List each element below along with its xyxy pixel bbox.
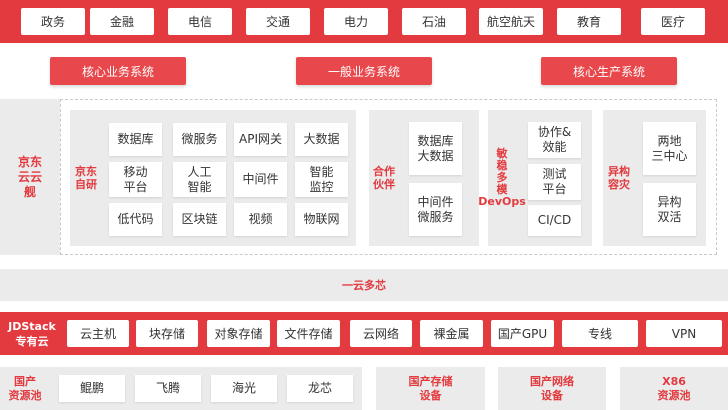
cell-video[interactable]: 视频 [234,203,287,236]
industry-finance[interactable]: 金融 [90,8,154,35]
cell-middleware[interactable]: 中间件 [234,162,287,197]
jd-self-developed-label: 京东 自研 [75,165,97,191]
domestic-storage-equipment[interactable]: 国产存储 设备 [376,367,485,410]
cell-smart-monitor[interactable]: 智能 监控 [295,162,348,197]
industry-band: 政务 金融 电信 交通 电力 石油 航空航天 教育 医疗 [0,0,728,43]
industry-medical[interactable]: 医疗 [641,8,705,35]
industry-telecom[interactable]: 电信 [168,8,232,35]
jdstack-domestic-gpu[interactable]: 国产GPU [491,320,554,347]
core-production-system[interactable]: 核心生产系统 [541,57,677,85]
general-business-system[interactable]: 一般业务系统 [296,57,432,85]
cell-cicd[interactable]: CI/CD [528,205,581,236]
domestic-network-equipment[interactable]: 国产网络 设备 [498,367,606,410]
jdstack-vpn[interactable]: VPN [646,320,722,347]
cell-heterogeneous-active[interactable]: 异构 双活 [643,183,696,236]
x86-resource-pool[interactable]: X86 资源池 [620,367,728,410]
cell-database[interactable]: 数据库 [109,123,162,156]
jdstack-label: JDStack 专有云 [8,319,56,348]
pool-feiteng[interactable]: 飞腾 [135,375,201,402]
pool-longxin[interactable]: 龙芯 [287,375,353,402]
cell-partner-db-bigdata[interactable]: 数据库 大数据 [409,122,462,175]
devops-label: 敏 稳 多 模 DevOps [478,147,526,208]
jdstack-file-storage[interactable]: 文件存储 [277,320,340,347]
jdstack-dedicated-line[interactable]: 专线 [562,320,638,347]
partners-label: 合作 伙伴 [373,165,395,191]
cell-api-gateway[interactable]: API网关 [234,123,287,156]
cell-partner-mw-microservice[interactable]: 中间件 微服务 [409,183,462,236]
cell-iot[interactable]: 物联网 [295,203,348,236]
industry-oil[interactable]: 石油 [402,8,466,35]
cell-two-sites-three-centers[interactable]: 两地 三中心 [643,122,696,175]
cell-collab-efficiency[interactable]: 协作& 效能 [528,122,581,158]
cell-low-code[interactable]: 低代码 [109,203,162,236]
industry-gov[interactable]: 政务 [21,8,85,35]
jdstack-cloud-network[interactable]: 云网络 [350,320,412,347]
jdstack-cloud-host[interactable]: 云主机 [67,320,129,347]
multi-core-bar: 一云多芯 [0,269,728,301]
industry-transport[interactable]: 交通 [246,8,310,35]
jd-yunjian-label: 京东 云云 舰 [0,99,60,255]
industry-aerospace[interactable]: 航空航天 [479,8,543,35]
cell-blockchain[interactable]: 区块链 [173,203,226,236]
cell-test-platform[interactable]: 测试 平台 [528,164,581,200]
pool-kunpeng[interactable]: 鲲鹏 [59,375,125,402]
platform-frame [60,99,717,255]
jdstack-bare-metal[interactable]: 裸金属 [420,320,483,347]
industry-power[interactable]: 电力 [324,8,388,35]
disaster-recovery-label: 异构 容灾 [608,165,630,191]
cell-mobile-platform[interactable]: 移动 平台 [109,162,162,197]
industry-education[interactable]: 教育 [557,8,621,35]
jdstack-block-storage[interactable]: 块存储 [136,320,198,347]
core-business-system[interactable]: 核心业务系统 [50,57,186,85]
pool-haiguang[interactable]: 海光 [211,375,277,402]
cell-big-data[interactable]: 大数据 [295,123,348,156]
cell-microservice[interactable]: 微服务 [173,123,226,156]
cell-ai[interactable]: 人工 智能 [173,162,226,197]
domestic-pool-label: 国产 资源池 [8,374,42,402]
jdstack-object-storage[interactable]: 对象存储 [207,320,270,347]
